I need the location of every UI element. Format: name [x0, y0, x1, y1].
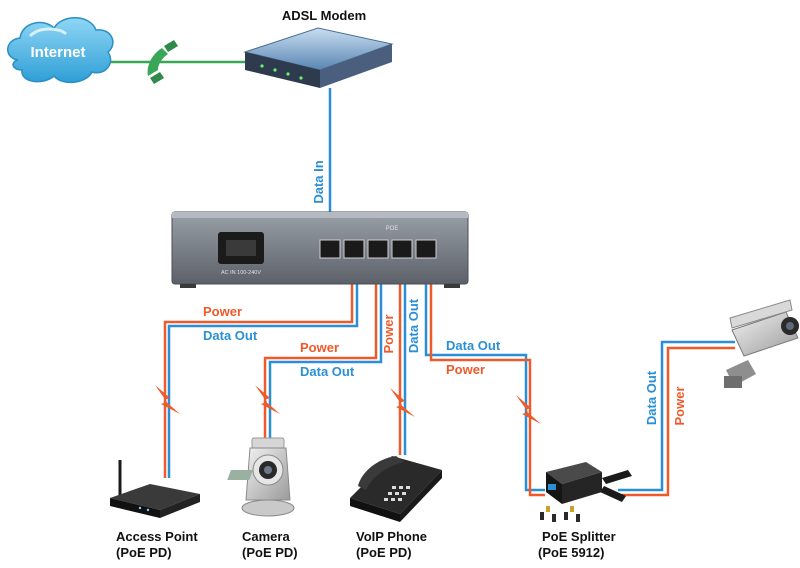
- dc-connector-icons: [540, 506, 580, 522]
- cable-labels: Data In Power Data Out Power Data Out Po…: [203, 160, 687, 425]
- lightning-bolt-icon: [390, 388, 415, 417]
- cables: [108, 60, 735, 497]
- cam-power-label: Power: [300, 340, 339, 355]
- telephone-icon: [147, 40, 178, 84]
- voip-phone-name: VoIP Phone: [356, 529, 427, 544]
- status-led: [260, 64, 264, 68]
- ethernet-port: [343, 239, 365, 259]
- ethernet-port: [391, 239, 413, 259]
- ethernet-port: [415, 239, 437, 259]
- ipcam-data-label: Data Out: [644, 370, 659, 425]
- voip-phone-sub: (PoE PD): [356, 545, 412, 560]
- splitter-power-cable: [429, 255, 545, 497]
- access-point-sub: (PoE PD): [116, 545, 172, 560]
- ethernet-port: [319, 239, 341, 259]
- adsl-modem: ADSL Modem: [243, 8, 394, 88]
- camera-sub: (PoE PD): [242, 545, 298, 560]
- internet-label: Internet: [30, 44, 85, 61]
- ethernet-port: [367, 239, 389, 259]
- status-led: [273, 68, 277, 72]
- access-point-name: Access Point: [116, 529, 198, 544]
- splitter-data-label: Data Out: [446, 338, 501, 353]
- modem-label: ADSL Modem: [282, 8, 366, 23]
- splitter-data-cable: [424, 255, 545, 492]
- poe-switch: AC IN 100-240V POE: [171, 211, 469, 288]
- voip-phone: VoIP Phone (PoE PD): [227, 456, 442, 560]
- data-in-label: Data In: [311, 160, 326, 203]
- camera-name: Camera: [242, 529, 290, 544]
- lightning-bolt-icon: [155, 385, 180, 414]
- splitter-power-label: Power: [446, 362, 485, 377]
- access-point: Access Point (PoE PD): [110, 460, 200, 560]
- lightning-bolt-icon: [516, 395, 541, 424]
- ptz-camera: Camera (PoE PD): [241, 437, 298, 560]
- status-led: [299, 76, 303, 80]
- ethernet-ports: [319, 239, 437, 259]
- poe-splitter-name: PoE Splitter: [542, 529, 616, 544]
- ipcam-power-label: Power: [672, 386, 687, 425]
- ipcam-data-cable: [618, 340, 735, 492]
- phone-power-label: Power: [381, 314, 396, 353]
- ip-bullet-camera: [724, 299, 799, 388]
- internet-cloud: Internet: [7, 17, 114, 84]
- ap-data-label: Data Out: [203, 328, 258, 343]
- poe-splitter-sub: (PoE 5912): [538, 545, 604, 560]
- status-led: [286, 72, 290, 76]
- ipcam-power-cable: [618, 346, 735, 497]
- cam-data-label: Data Out: [300, 364, 355, 379]
- phone-data-label: Data Out: [406, 298, 421, 353]
- cam-data-cable: [268, 255, 383, 440]
- ap-power-label: Power: [203, 304, 242, 319]
- poe-splitter: PoE Splitter (PoE 5912): [538, 462, 632, 560]
- surge-bolts: [155, 385, 541, 424]
- ap-data-cable: [167, 255, 359, 478]
- poe-panel-label: POE: [386, 226, 399, 232]
- lightning-bolt-icon: [255, 385, 280, 414]
- power-inlet-label: AC IN 100-240V: [221, 270, 261, 276]
